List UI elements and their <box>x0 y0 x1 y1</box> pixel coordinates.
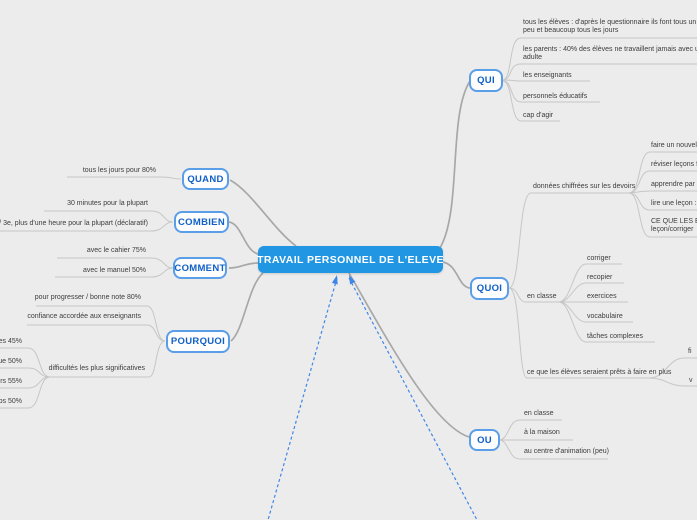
leaf-line-text: peu et beaucoup tous les jours <box>523 27 619 34</box>
leaf-ou-maison[interactable]: à la maison <box>524 429 560 436</box>
leaf-comment-manuel[interactable]: avec le manuel 50% <box>82 267 146 274</box>
connector-central-pourquoi <box>230 272 264 342</box>
leaf-en-classe-corriger[interactable]: corriger <box>587 255 611 262</box>
connector-central-quoi <box>442 261 471 289</box>
leaf-line-text: leçon/corriger <box>651 226 694 233</box>
connector-central-comment <box>228 262 259 269</box>
leaf-quoi-en-classe[interactable]: en classe <box>527 293 557 300</box>
leaf-line-text: CE QUE LES EL <box>651 218 697 225</box>
leaf-qui-eleves[interactable]: tous les élèves : d'après le questionnai… <box>523 19 697 35</box>
leaf-pourquoi-progresser[interactable]: pour progresser / bonne note 80% <box>34 294 141 301</box>
arrowhead-right <box>349 275 356 285</box>
leaf-en-classe-recopier[interactable]: recopier <box>587 274 613 281</box>
leaf-pourquoi-confiance[interactable]: confiance accordée aux enseignants <box>27 313 141 320</box>
leaf-pourquoi-difficultes[interactable]: difficultés les plus significatives <box>48 365 145 372</box>
leaf-qui-cap-agir[interactable]: cap d'agir <box>523 112 554 119</box>
leaf-qui-personnels[interactable]: personnels éducatifs <box>523 93 588 100</box>
branch-node-pourquoi[interactable]: POURQUOI <box>166 330 230 353</box>
leaf-qui-enseignants[interactable]: les enseignants <box>523 72 572 79</box>
connector-central-qui <box>439 80 471 249</box>
central-node-label: TRAVAIL PERSONNEL DE L'ELEVE <box>257 253 444 266</box>
connector-central-ou <box>348 272 470 438</box>
leaf-quand-tous-les-jours[interactable]: tous les jours pour 80% <box>82 167 156 174</box>
branch-node-quoi[interactable]: QUOI <box>470 277 509 300</box>
dashed-arrows <box>267 275 478 520</box>
leaf-donnees-2[interactable]: réviser leçons f <box>651 161 697 168</box>
leaf-en-classe-taches[interactable]: tâches complexes <box>587 333 644 340</box>
connector-central-quand <box>229 179 297 247</box>
branch-node-ou[interactable]: OU <box>469 429 500 451</box>
leaf-qui-parents[interactable]: les parents : 40% des élèves ne travaill… <box>523 46 697 62</box>
connector-central-combien <box>228 221 259 255</box>
arrowhead-left <box>331 275 338 285</box>
leaf-line-text: tous les élèves : d'après le questionnai… <box>523 19 697 26</box>
leaf-en-classe-vocabulaire[interactable]: vocabulaire <box>587 313 623 320</box>
leaf-difficulte-4[interactable]: nps 50% <box>0 398 22 405</box>
dashed-arrow-left <box>267 277 338 520</box>
leaf-quoi-en-plus[interactable]: ce que les élèves seraient prêts à faire… <box>527 369 672 376</box>
leaf-line-text: adulte <box>523 54 543 61</box>
leaf-en-plus-1[interactable]: fi <box>688 348 692 355</box>
leaf-combien-4e-3e[interactable]: 4e / 3e, plus d'une heure pour la plupar… <box>0 220 148 227</box>
branch-node-combien[interactable]: COMBIEN <box>174 211 229 233</box>
leaf-en-plus-2[interactable]: v <box>689 377 693 384</box>
central-node[interactable]: TRAVAIL PERSONNEL DE L'ELEVE <box>257 246 444 273</box>
leaf-comment-cahier[interactable]: avec le cahier 75% <box>86 247 146 254</box>
leaf-difficulte-2[interactable]: gue 50% <box>0 358 22 365</box>
leaf-line-text: les parents : 40% des élèves ne travaill… <box>523 46 697 53</box>
leaf-combien-30-minutes[interactable]: 30 minutes pour la plupart <box>67 200 148 207</box>
leaf-quoi-donnees[interactable]: données chiffrées sur les devoirs <box>533 183 636 190</box>
leaf-ou-en-classe[interactable]: en classe <box>524 410 554 417</box>
leaf-donnees-5[interactable]: CE QUE LES EL leçon/corriger <box>651 218 697 234</box>
leaf-donnees-3[interactable]: apprendre par <box>651 181 695 188</box>
branch-node-quand[interactable]: QUAND <box>182 168 229 190</box>
leaf-difficulte-3[interactable]: oirs 55% <box>0 378 22 385</box>
leaf-difficulte-1[interactable]: ses 45% <box>0 338 22 345</box>
main-connectors <box>228 80 471 438</box>
branch-node-comment[interactable]: COMMENT <box>173 257 227 279</box>
leaf-en-classe-exercices[interactable]: exercices <box>587 293 617 300</box>
leaf-donnees-1[interactable]: faire un nouvel <box>651 142 697 149</box>
leaf-donnees-4[interactable]: lire une leçon : <box>651 200 697 207</box>
dashed-arrow-right <box>348 277 478 520</box>
branch-node-qui[interactable]: QUI <box>469 69 503 92</box>
leaf-ou-centre-animation[interactable]: au centre d'animation (peu) <box>524 448 609 455</box>
leaf-lines <box>0 37 697 460</box>
